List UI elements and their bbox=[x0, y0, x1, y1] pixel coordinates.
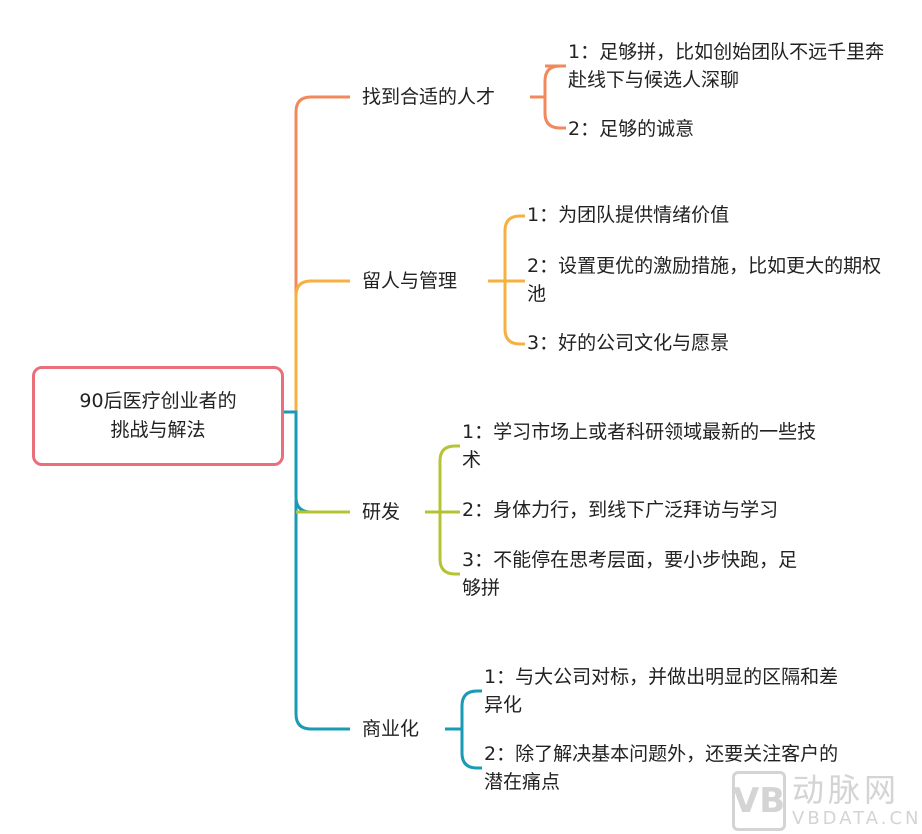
leaf-talent-2[interactable]: 2：足够的诚意 bbox=[568, 118, 695, 140]
connector-branch-4 bbox=[294, 500, 350, 731]
watermark: VB 动脉网 VBDATA.CN bbox=[732, 771, 921, 831]
branch-talent[interactable]: 找到合适的人才 bbox=[362, 86, 496, 108]
connector-branch-1 bbox=[281, 95, 350, 414]
root-title-line2: 挑战与解法 bbox=[110, 419, 206, 441]
branch-commercialization[interactable]: 商业化 bbox=[362, 718, 420, 740]
leaf-commercial-1[interactable]: 1：与大公司对标，并做出明显的区隔和差异化 bbox=[484, 666, 839, 716]
branch-rnd[interactable]: 研发 bbox=[362, 501, 401, 523]
watermark-name-cn: 动脉网 bbox=[792, 771, 901, 809]
leaf-rnd-3[interactable]: 3：不能停在思考层面，要小步快跑，足够拼 bbox=[462, 549, 798, 599]
root-node[interactable]: 90后医疗创业者的挑战与解法 bbox=[32, 366, 284, 466]
connector-branch-3 bbox=[281, 410, 350, 514]
bracket-1 bbox=[530, 64, 566, 130]
watermark-name-en: VBDATA.CN bbox=[792, 808, 922, 829]
leaf-rnd-2[interactable]: 2：身体力行，到线下广泛拜访与学习 bbox=[462, 499, 779, 521]
leaf-retention-1[interactable]: 1：为团队提供情绪价值 bbox=[527, 204, 730, 226]
branch-retention[interactable]: 留人与管理 bbox=[362, 270, 458, 292]
bracket-4 bbox=[445, 689, 482, 770]
bracket-3 bbox=[425, 444, 460, 576]
leaf-talent-1[interactable]: 1：足够拼，比如创始团队不远千里奔赴线下与候选人深聊 bbox=[568, 41, 885, 91]
bracket-2 bbox=[488, 214, 525, 346]
connector-branch-2 bbox=[294, 279, 350, 412]
leaf-commercial-2[interactable]: 2：除了解决基本问题外，还要关注客户的潜在痛点 bbox=[484, 743, 839, 793]
watermark-logo: VB bbox=[732, 771, 786, 831]
leaf-rnd-1[interactable]: 1：学习市场上或者科研领域最新的一些技术 bbox=[462, 421, 817, 471]
leaf-retention-2[interactable]: 2：设置更优的激励措施，比如更大的期权池 bbox=[527, 255, 882, 305]
leaf-retention-3[interactable]: 3：好的公司文化与愿景 bbox=[527, 332, 730, 354]
root-title-line1: 90后医疗创业者的 bbox=[79, 390, 237, 412]
